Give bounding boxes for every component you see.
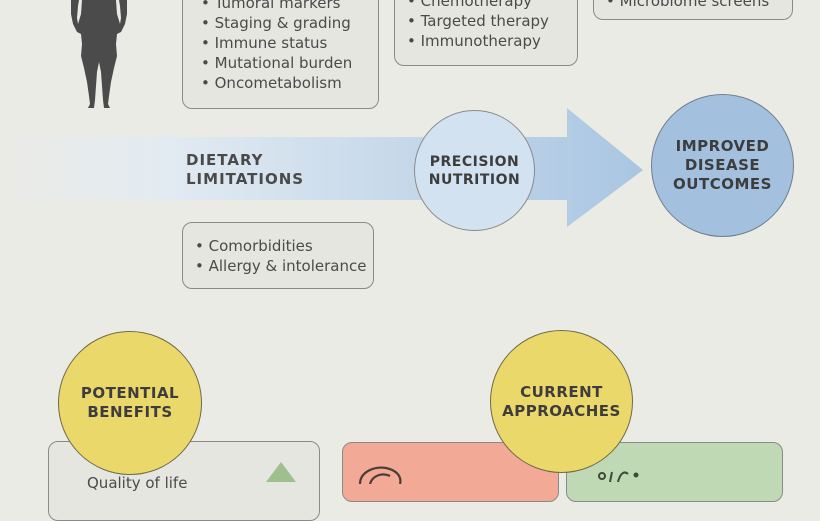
triangle-icon <box>266 462 296 482</box>
dietary-limitations-label: DIETARY LIMITATIONS <box>186 151 305 188</box>
list-item: Targeted therapy <box>407 11 577 31</box>
list-item: Comorbidities <box>195 236 373 256</box>
list-item: Oncometabolism <box>201 73 378 93</box>
tumor-characteristics-box: Tumoral markers Staging & grading Immune… <box>182 0 379 109</box>
potential-benefits-circle: POTENTIAL BENEFITS <box>58 331 202 475</box>
list-item: Immunotherapy <box>407 31 577 51</box>
improved-outcomes-circle: IMPROVED DISEASE OUTCOMES <box>651 94 794 237</box>
current-approaches-circle: CURRENT APPROACHES <box>490 330 633 473</box>
list-item: Allergy & intolerance <box>195 256 373 276</box>
list-item: Staging & grading <box>201 13 378 33</box>
list-item: Mutational burden <box>201 53 378 73</box>
dietary-limitations-box: Comorbidities Allergy & intolerance <box>182 222 374 289</box>
list-item: Tumoral markers <box>201 0 378 13</box>
list-item: Chemotherapy <box>407 0 577 11</box>
flow-arrow <box>0 108 643 227</box>
precision-nutrition-circle: PRECISION NUTRITION <box>414 110 535 231</box>
meal-icon <box>358 466 402 484</box>
human-figure-icon <box>71 0 127 108</box>
list-item: Microbiome screens <box>606 0 792 11</box>
microbiome-box: Microbiome screens <box>593 0 793 20</box>
list-item: Immune status <box>201 33 378 53</box>
therapy-box: Chemotherapy Targeted therapy Immunother… <box>394 0 578 66</box>
